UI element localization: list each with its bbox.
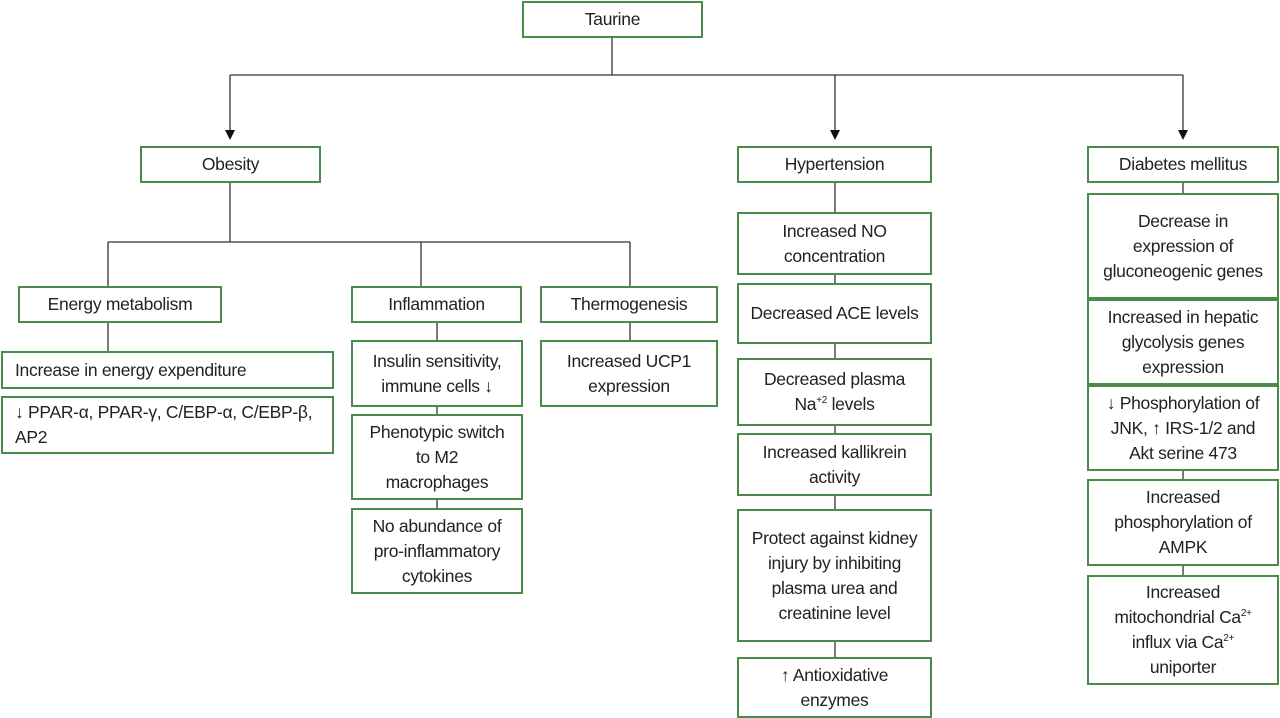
kidney-injury-label: Protect against kidney injury by inhibit… xyxy=(751,527,918,623)
no-concentration-label: Increased NO concentration xyxy=(782,220,887,266)
thermogenesis-label: Thermogenesis xyxy=(570,294,688,314)
kallikrein-label: Increased kallikrein activity xyxy=(762,441,907,487)
glycolysis-node: Increased in hepatic glycolysis genes ex… xyxy=(1087,299,1279,385)
calcium-influx-label: Increased mitochondrial Ca2+ influx via … xyxy=(1114,582,1252,677)
ppar-node: ↓ PPAR-α, PPAR-γ, C/EBP-α, C/EBP-β, AP2 xyxy=(1,396,334,454)
plasma-na-label: Decreased plasma Na+2 levels xyxy=(763,369,906,414)
energy-expenditure-label: Increase in energy expenditure xyxy=(15,359,247,380)
inflammation-label: Inflammation xyxy=(388,294,485,314)
antioxidative-node: ↑ Antioxidative enzymes xyxy=(737,657,932,718)
hypertension-node: Hypertension xyxy=(737,146,932,183)
kidney-injury-node: Protect against kidney injury by inhibit… xyxy=(737,509,932,642)
inflammation-node: Inflammation xyxy=(351,286,522,323)
ucp1-node: Increased UCP1 expression xyxy=(540,340,718,407)
insulin-sensitivity-label: Insulin sensitivity, immune cells ↓ xyxy=(372,350,502,396)
gluconeogenic-label: Decrease in expression of gluconeogenic … xyxy=(1103,210,1263,281)
energy-expenditure-node: Increase in energy expenditure xyxy=(1,351,334,389)
jnk-label: ↓ Phosphorylation of JNK, ↑ IRS-1/2 and … xyxy=(1106,392,1260,463)
cytokines-node: No abundance of pro-inflammatory cytokin… xyxy=(351,508,523,594)
ampk-node: Increased phosphorylation of AMPK xyxy=(1087,479,1279,566)
gluconeogenic-node: Decrease in expression of gluconeogenic … xyxy=(1087,193,1279,299)
taurine-label: Taurine xyxy=(584,9,641,29)
m2-macrophages-label: Phenotypic switch to M2 macrophages xyxy=(369,421,505,492)
ace-levels-node: Decreased ACE levels xyxy=(737,283,932,344)
ampk-label: Increased phosphorylation of AMPK xyxy=(1114,487,1252,557)
cytokines-label: No abundance of pro-inflammatory cytokin… xyxy=(372,515,502,586)
diabetes-label: Diabetes mellitus xyxy=(1118,154,1248,174)
calcium-influx-node: Increased mitochondrial Ca2+ influx via … xyxy=(1087,575,1279,685)
kallikrein-node: Increased kallikrein activity xyxy=(737,433,932,496)
antioxidative-label: ↑ Antioxidative enzymes xyxy=(780,664,889,710)
taurine-node: Taurine xyxy=(522,1,703,38)
energy-metabolism-label: Energy metabolism xyxy=(47,294,193,314)
jnk-node: ↓ Phosphorylation of JNK, ↑ IRS-1/2 and … xyxy=(1087,385,1279,471)
thermogenesis-node: Thermogenesis xyxy=(540,286,718,323)
m2-macrophages-node: Phenotypic switch to M2 macrophages xyxy=(351,414,523,500)
ucp1-label: Increased UCP1 expression xyxy=(566,350,692,396)
insulin-sensitivity-node: Insulin sensitivity, immune cells ↓ xyxy=(351,340,523,407)
diabetes-node: Diabetes mellitus xyxy=(1087,146,1279,183)
plasma-na-node: Decreased plasma Na+2 levels xyxy=(737,358,932,426)
no-concentration-node: Increased NO concentration xyxy=(737,212,932,275)
hypertension-label: Hypertension xyxy=(784,154,885,174)
ace-levels-label: Decreased ACE levels xyxy=(750,303,919,323)
ppar-label: ↓ PPAR-α, PPAR-γ, C/EBP-α, C/EBP-β, AP2 xyxy=(15,402,313,447)
obesity-node: Obesity xyxy=(140,146,321,183)
glycolysis-label: Increased in hepatic glycolysis genes ex… xyxy=(1107,306,1259,377)
energy-metabolism-node: Energy metabolism xyxy=(18,286,222,323)
obesity-label: Obesity xyxy=(201,154,260,174)
